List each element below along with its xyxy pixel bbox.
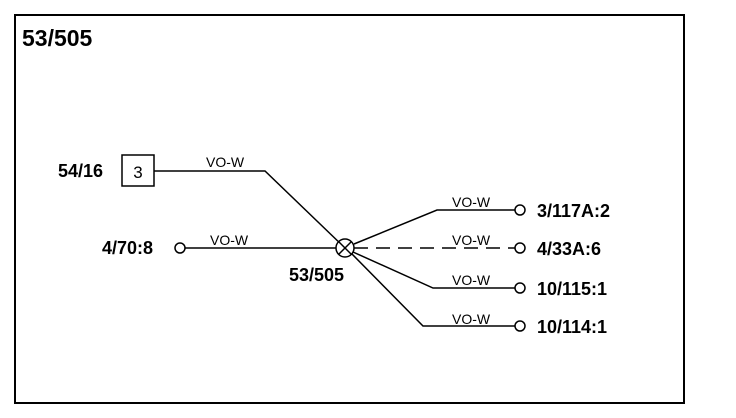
connector-label: 4/33A:6 bbox=[537, 239, 601, 259]
wire-54-16: VO-W bbox=[154, 154, 346, 249]
connector-4-70-8: 4/70:8 bbox=[102, 238, 186, 258]
connector-54-16: 54/16 3 bbox=[58, 154, 155, 187]
diagram-title: 53/505 bbox=[22, 25, 93, 51]
splice-label: 53/505 bbox=[289, 265, 344, 285]
wire-label: VO-W bbox=[210, 232, 249, 248]
wire-label: VO-W bbox=[452, 311, 491, 327]
terminal-icon bbox=[514, 204, 526, 216]
terminal-icon bbox=[514, 320, 526, 332]
pin-number: 3 bbox=[133, 163, 142, 182]
connector-label: 10/114:1 bbox=[537, 317, 607, 337]
connector-10-115-1: 10/115:1 bbox=[514, 279, 607, 299]
wire-4-70-8: VO-W bbox=[185, 232, 336, 249]
connector-label: 54/16 bbox=[58, 161, 103, 181]
wire-4-33a-6: VO-W bbox=[354, 232, 515, 249]
connector-4-33a-6: 4/33A:6 bbox=[514, 239, 601, 259]
diagram-frame bbox=[14, 14, 685, 404]
terminal-icon bbox=[174, 242, 186, 254]
wire-label: VO-W bbox=[452, 272, 491, 288]
wire-10-115-1: VO-W bbox=[352, 251, 515, 289]
terminal-icon bbox=[514, 242, 526, 254]
wire-label: VO-W bbox=[206, 154, 245, 170]
connector-3-117a-2: 3/117A:2 bbox=[514, 201, 610, 221]
connector-label: 4/70:8 bbox=[102, 238, 153, 258]
pin-box bbox=[121, 154, 155, 187]
wire-label: VO-W bbox=[452, 232, 491, 248]
terminal-icon bbox=[514, 282, 526, 294]
wire-10-114-1: VO-W bbox=[350, 252, 515, 327]
splice-node: 53/505 bbox=[289, 238, 355, 285]
connector-10-114-1: 10/114:1 bbox=[514, 317, 607, 337]
connector-label: 10/115:1 bbox=[537, 279, 607, 299]
wire-3-117a-2: VO-W bbox=[353, 194, 515, 245]
wire-label: VO-W bbox=[452, 194, 491, 210]
connector-label: 3/117A:2 bbox=[537, 201, 610, 221]
